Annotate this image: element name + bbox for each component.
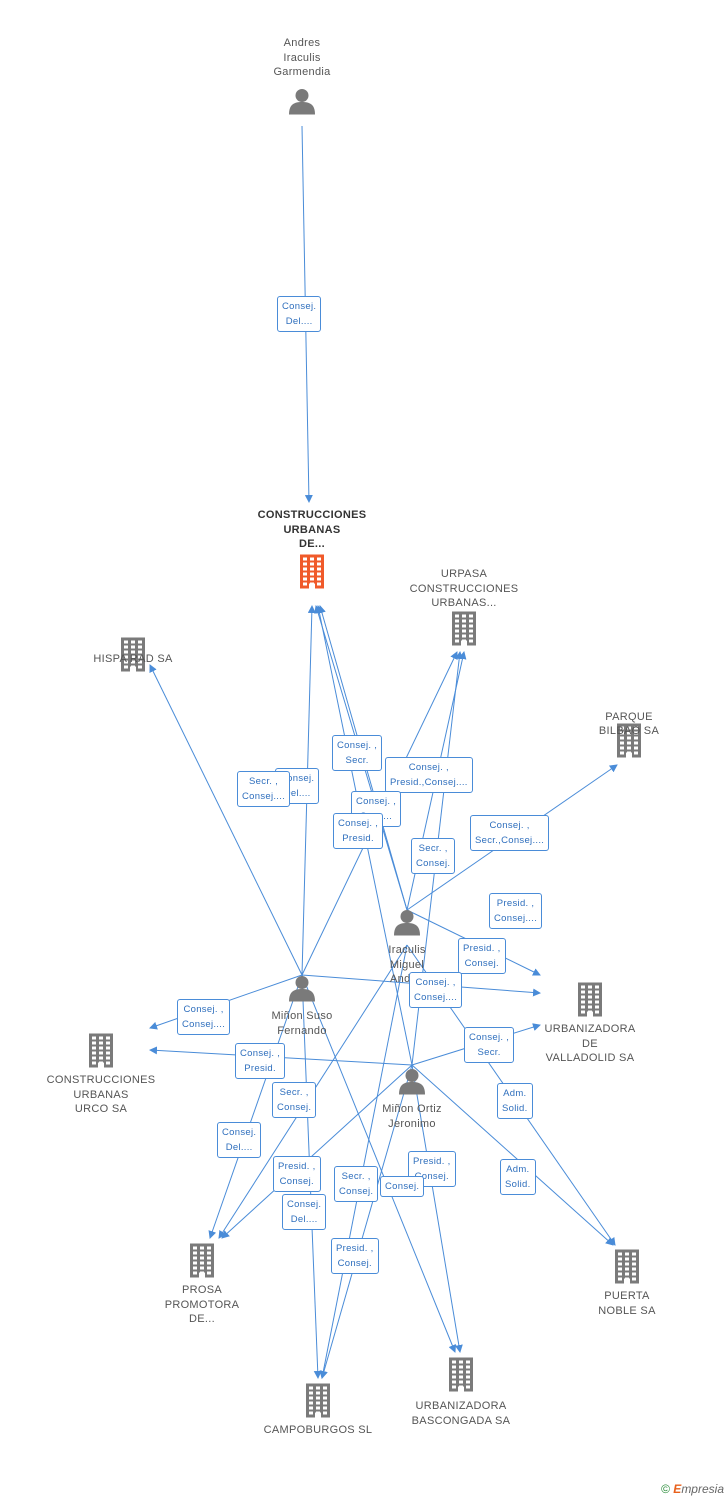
relation-label[interactable]: Secr. , Consej. [411,838,456,874]
node-label-puerta[interactable]: PUERTA NOBLE SA [598,1290,656,1317]
node-label-urpasa[interactable]: URPASA CONSTRUCCIONES URBANAS... [409,568,519,609]
relation-label[interactable]: Presid. , Consej. [331,1238,379,1274]
building-icon[interactable] [451,611,477,651]
relation-label[interactable]: Consej. , Presid. [333,813,384,849]
relation-label[interactable]: Consej. , Secr. [332,735,383,771]
relation-edge [319,944,408,1379]
brand-logo-e: E [673,1482,682,1496]
person-icon[interactable] [393,910,421,941]
footer-brand: © Empresia [661,1482,724,1496]
relation-label[interactable]: Consej. Del.... [277,296,322,332]
building-icon[interactable] [305,1383,331,1423]
node-label-campoburgos[interactable]: CAMPOBURGOS SL [263,1424,373,1436]
relation-edge [149,664,303,976]
building-icon[interactable] [120,637,146,677]
node-label-andres[interactable]: Andres Iraculis Garmendia [273,37,331,78]
relation-label[interactable]: Presid. , Consej.... [489,893,543,929]
building-icon[interactable] [614,1249,640,1289]
relation-label[interactable]: Adm. Solid. [497,1083,533,1119]
node-label-urco[interactable]: CONSTRUCCIONES URBANAS URCO SA [46,1074,156,1115]
node-label-urb_valladolid[interactable]: URBANIZADORA DE VALLADOLID SA [544,1023,636,1064]
relation-edge [411,1064,614,1246]
relation-label[interactable]: Consej. Del.... [282,1194,327,1230]
node-label-minon_ortiz[interactable]: Miñon Ortiz Jeronimo [382,1103,442,1130]
building-icon[interactable] [448,1357,474,1397]
node-label-construcciones[interactable]: CONSTRUCCIONES URBANAS DE... [257,509,367,550]
building-icon[interactable] [577,982,603,1022]
node-label-minon_suso[interactable]: Miñon Suso Fernando [271,1010,333,1037]
relation-label[interactable]: Secr. , Consej. [334,1166,379,1202]
relation-label[interactable]: Consej. , Consej.... [177,999,231,1035]
relation-edge [301,974,457,1353]
relation-edge [320,1064,413,1379]
relation-label[interactable]: Consej. , Consej.... [409,972,463,1008]
relation-edge [221,1064,413,1239]
building-icon[interactable] [299,554,325,594]
building-icon[interactable] [189,1243,215,1283]
person-icon[interactable] [398,1069,426,1100]
relation-edge [208,974,303,1239]
building-icon[interactable] [616,723,642,763]
relation-label[interactable]: Consej. , Secr.,Consej.... [470,815,550,851]
relation-label[interactable]: Consej. , Presid. [235,1043,286,1079]
relation-label[interactable]: Secr. , Consej.... [237,771,291,807]
relation-label[interactable]: Presid. , Consej. [458,938,506,974]
relation-label[interactable]: Presid. , Consej. [273,1156,321,1192]
relation-label[interactable]: Consej. , Secr. [464,1027,515,1063]
node-label-parque[interactable]: PARQUE BILBAO SA [598,710,660,738]
person-icon[interactable] [288,976,316,1007]
copyright-symbol: © [661,1482,670,1496]
relation-label[interactable]: Consej. [380,1176,425,1197]
relation-label[interactable]: Adm. Solid. [500,1159,536,1195]
relation-label[interactable]: Consej. , Presid.,Consej.... [385,757,473,793]
relation-label[interactable]: Consej. Del.... [217,1122,262,1158]
building-icon[interactable] [88,1033,114,1073]
person-icon[interactable] [288,89,316,120]
node-label-hispa[interactable]: HISPA RAD SA [93,653,173,665]
relation-edge [411,1064,463,1353]
node-label-bascongada[interactable]: URBANIZADORA BASCONGADA SA [411,1400,511,1427]
node-label-prosa[interactable]: PROSA PROMOTORA DE... [164,1284,240,1325]
brand-logo-text: mpresia [681,1482,724,1496]
relation-label[interactable]: Secr. , Consej. [272,1082,317,1118]
